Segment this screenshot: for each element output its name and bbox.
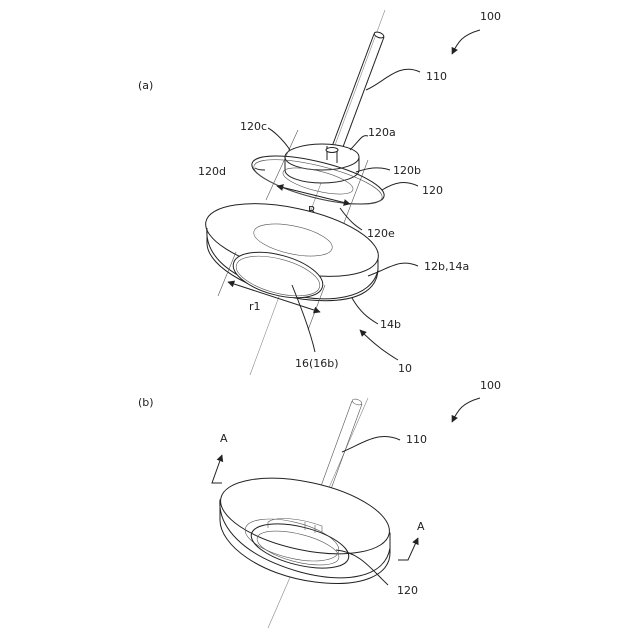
label-110-a: 110 [426, 70, 447, 83]
figure-b: (b) A A [138, 379, 501, 628]
panel-label-a: (a) [138, 79, 153, 92]
label-120-b: 120 [397, 584, 418, 597]
figure-a: (a) R [138, 10, 501, 375]
panel-label-b: (b) [138, 396, 154, 409]
label-16-16b: 16(16b) [295, 357, 339, 370]
label-100-b: 100 [480, 379, 501, 392]
label-10: 10 [398, 362, 412, 375]
label-120b: 120b [393, 164, 421, 177]
label-12b-14a: 12b,14a [424, 260, 469, 273]
label-120c: 120c [240, 120, 267, 133]
leaders-b [336, 398, 480, 585]
label-100-a: 100 [480, 10, 501, 23]
label-A-right: A [417, 520, 425, 533]
label-14b: 14b [380, 318, 401, 331]
central-axis-a [250, 10, 385, 375]
label-120d: 120d [198, 165, 226, 178]
section-marker-left: A [212, 432, 228, 483]
label-120: 120 [422, 184, 443, 197]
section-marker-right: A [398, 520, 425, 560]
label-A-left: A [220, 432, 228, 445]
cap-120a [285, 144, 359, 183]
label-120e: 120e [367, 227, 395, 240]
label-110-b: 110 [406, 433, 427, 446]
label-120a: 120a [368, 126, 396, 139]
label-r1: r1 [249, 300, 261, 313]
